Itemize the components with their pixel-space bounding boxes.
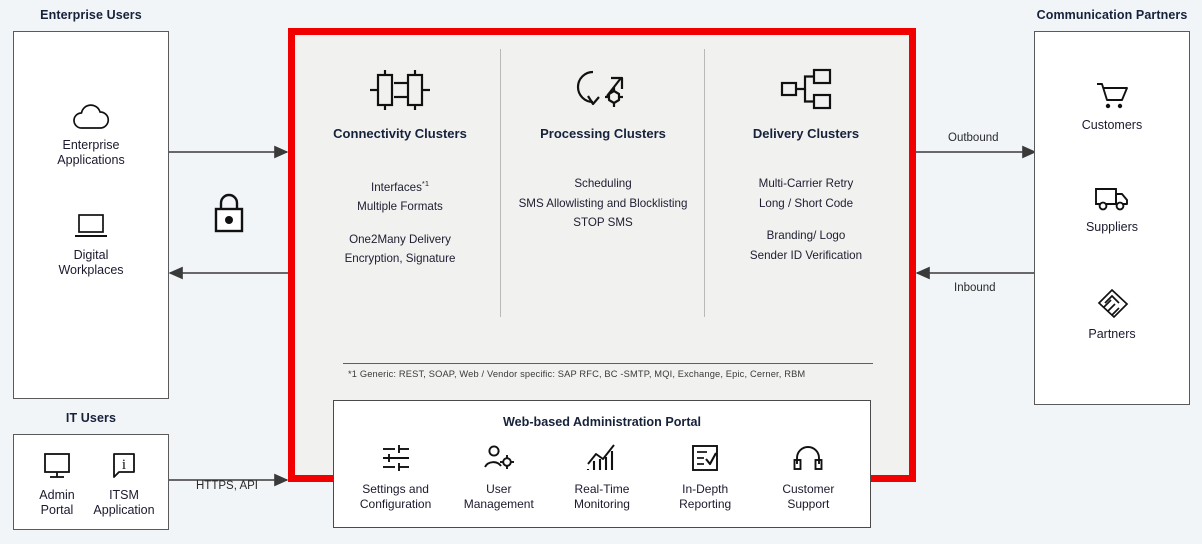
headset-icon bbox=[758, 441, 858, 475]
cluster-title: Processing Clusters bbox=[540, 126, 666, 141]
cluster-title: Delivery Clusters bbox=[752, 126, 860, 141]
processing-icon bbox=[503, 58, 703, 120]
cluster-connectivity[interactable]: Connectivity Clusters Interfaces*1 Multi… bbox=[300, 58, 500, 269]
cluster-details: Scheduling SMS Allowlisting and Blocklis… bbox=[503, 174, 703, 233]
footnote-rule bbox=[343, 363, 873, 364]
inbound-label: Inbound bbox=[954, 282, 996, 294]
cluster-divider-1 bbox=[500, 49, 501, 317]
portal-item-settings[interactable]: Settings and Configuration bbox=[346, 441, 446, 511]
communication-partners-panel bbox=[1034, 31, 1190, 405]
cluster-details: Multi-Carrier Retry Long / Short Code Br… bbox=[706, 174, 906, 265]
detail-line: One2Many Delivery bbox=[349, 232, 451, 246]
detail-line: SMS Allowlisting and Blocklisting bbox=[518, 196, 688, 210]
it-users-title: IT Users bbox=[65, 411, 117, 425]
detail-line: Encryption, Signature bbox=[344, 252, 456, 266]
node-digital-workplaces[interactable]: Digital Workplaces bbox=[31, 202, 151, 278]
user-gear-icon bbox=[449, 441, 549, 475]
cloud-icon bbox=[31, 92, 151, 132]
node-suppliers[interactable]: Suppliers bbox=[1052, 174, 1172, 235]
detail-line: Interfaces*1 bbox=[370, 179, 429, 194]
connectivity-icon bbox=[300, 58, 500, 120]
portal-item-monitoring[interactable]: Real-Time Monitoring bbox=[552, 441, 652, 511]
portal-item-label: Real-Time Monitoring bbox=[573, 482, 630, 511]
node-label: Digital Workplaces bbox=[58, 248, 124, 277]
checklist-icon bbox=[655, 441, 755, 475]
it-users-panel bbox=[13, 434, 169, 530]
node-label: ITSM Application bbox=[93, 488, 155, 517]
monitor-icon bbox=[0, 442, 117, 482]
detail-line: STOP SMS bbox=[573, 216, 633, 229]
node-label: Partners bbox=[1088, 327, 1136, 341]
truck-icon bbox=[1052, 174, 1172, 214]
shopping-cart-icon bbox=[1052, 72, 1172, 112]
cluster-title: Connectivity Clusters bbox=[333, 126, 467, 141]
delivery-icon bbox=[706, 58, 906, 120]
portal-item-label: In-Depth Reporting bbox=[679, 482, 732, 511]
detail-line: Sender ID Verification bbox=[749, 248, 863, 262]
detail-line: Long / Short Code bbox=[758, 196, 854, 210]
communication-partners-title: Communication Partners bbox=[1036, 8, 1188, 22]
node-admin-portal[interactable]: Admin Portal bbox=[0, 442, 117, 518]
portal-title: Web-based Administration Portal bbox=[502, 415, 702, 429]
footnote-text: *1 Generic: REST, SOAP, Web / Vendor spe… bbox=[348, 369, 806, 379]
sliders-icon bbox=[346, 441, 446, 475]
portal-item-reporting[interactable]: In-Depth Reporting bbox=[655, 441, 755, 511]
node-partners[interactable]: Partners bbox=[1052, 281, 1172, 342]
portal-item-label: Settings and Configuration bbox=[359, 482, 432, 511]
portal-item-support[interactable]: Customer Support bbox=[758, 441, 858, 511]
enterprise-users-title: Enterprise Users bbox=[40, 8, 142, 22]
info-bubble-icon: i bbox=[64, 442, 184, 482]
administration-portal-panel: Web-based Administration Portal Sett bbox=[333, 400, 871, 528]
node-label: Suppliers bbox=[1085, 220, 1139, 234]
node-label: Enterprise Applications bbox=[57, 138, 125, 167]
node-itsm-application[interactable]: i ITSM Application bbox=[64, 442, 184, 518]
detail-line: Branding/ Logo bbox=[766, 229, 846, 242]
cluster-details: Interfaces*1 Multiple Formats One2Many D… bbox=[300, 174, 500, 269]
node-label: Admin Portal bbox=[39, 488, 75, 517]
detail-line: Multiple Formats bbox=[357, 200, 443, 214]
chart-trend-icon bbox=[552, 441, 652, 475]
laptop-icon bbox=[31, 202, 151, 242]
cluster-delivery[interactable]: Delivery Clusters Multi-Carrier Retry Lo… bbox=[706, 58, 906, 265]
portal-item-label: Customer Support bbox=[782, 482, 835, 511]
node-customers[interactable]: Customers bbox=[1052, 72, 1172, 133]
padlock-icon bbox=[206, 188, 252, 241]
https-api-label: HTTPS, API bbox=[196, 480, 258, 492]
cluster-divider-2 bbox=[704, 49, 705, 317]
portal-item-user-management[interactable]: User Management bbox=[449, 441, 549, 511]
cluster-processing[interactable]: Processing Clusters Scheduling SMS Allow… bbox=[503, 58, 703, 233]
node-enterprise-applications[interactable]: Enterprise Applications bbox=[31, 92, 151, 168]
detail-line: Multi-Carrier Retry bbox=[758, 177, 854, 190]
portal-item-label: User Management bbox=[463, 482, 534, 511]
svg-text:i: i bbox=[122, 457, 126, 473]
outbound-label: Outbound bbox=[948, 132, 999, 144]
detail-line: Scheduling bbox=[574, 177, 632, 190]
handshake-icon bbox=[1052, 281, 1172, 321]
node-label: Customers bbox=[1081, 118, 1143, 132]
